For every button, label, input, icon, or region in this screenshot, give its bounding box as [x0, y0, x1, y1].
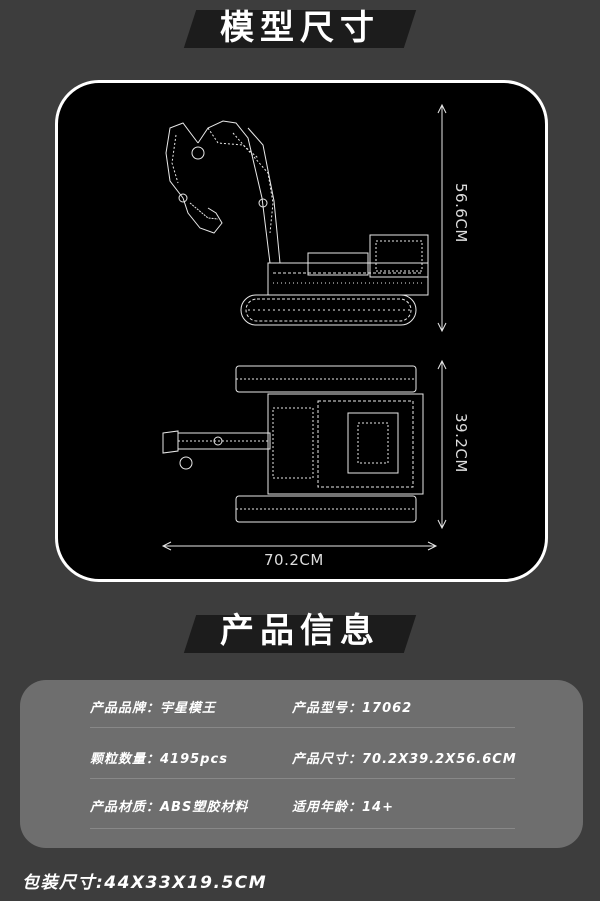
excavator-side-view — [165, 120, 429, 326]
brand-text: 产品品牌：宇星模王 — [90, 701, 217, 716]
width-label: 39.2CM — [452, 413, 470, 473]
dimension-diagram-card: 56.6CM 39.2CM 70.2CM — [55, 80, 548, 582]
row-divider — [90, 778, 515, 779]
material-text: 产品材质：ABS塑胶材料 — [90, 800, 249, 815]
excavator-diagram — [161, 103, 447, 551]
excavator-top-view — [162, 365, 424, 523]
size-text: 产品尺寸：70.2X39.2X56.6CM — [292, 752, 517, 767]
length-arrow — [161, 541, 438, 551]
row-divider — [90, 727, 515, 728]
height-label: 56.6CM — [452, 183, 470, 243]
height-arrow — [437, 103, 447, 333]
product-info-card: 产品品牌：宇星模王 产品型号：17062 颗粒数量：4195pcs 产品尺寸：7… — [20, 680, 583, 848]
dimensions-title: 模型尺寸 — [0, 0, 600, 56]
dimensions-title-text: 模型尺寸 — [220, 8, 380, 48]
row-divider — [90, 828, 515, 829]
product-info-title: 产品信息 — [0, 603, 600, 659]
package-size-text: 包装尺寸:44X33X19.5CM — [22, 873, 268, 893]
pieces-text: 颗粒数量：4195pcs — [90, 752, 228, 767]
product-info-title-text: 产品信息 — [220, 611, 380, 651]
width-arrow — [437, 359, 447, 530]
model-text: 产品型号：17062 — [292, 701, 413, 716]
age-text: 适用年龄：14+ — [292, 800, 394, 815]
length-label: 70.2CM — [264, 551, 324, 569]
